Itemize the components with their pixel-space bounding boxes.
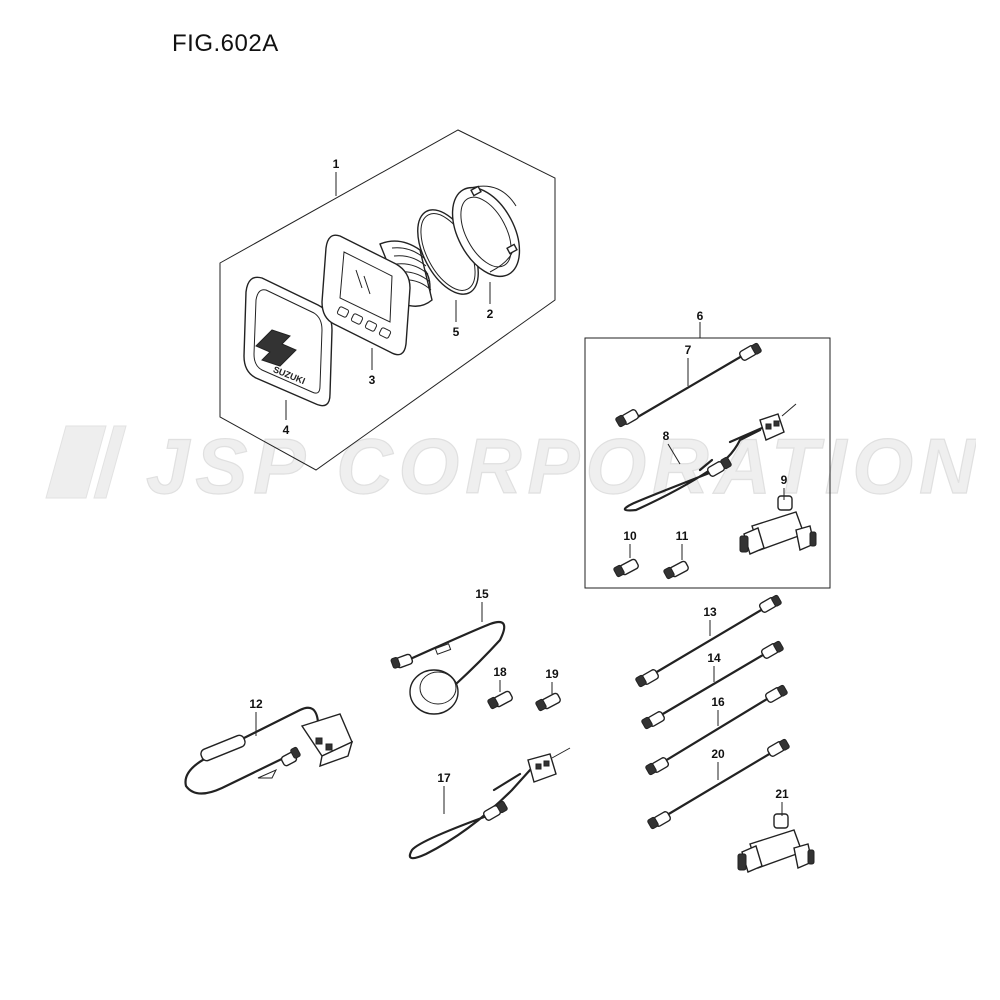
part-21-t-connector[interactable] — [737, 813, 815, 873]
callout-13: 13 — [703, 605, 717, 619]
callout-17: 17 — [437, 771, 451, 785]
callout-9: 9 — [781, 473, 788, 487]
part-13-drop-cable[interactable] — [635, 594, 782, 688]
callout-1: 1 — [333, 157, 340, 171]
callout-15: 15 — [475, 587, 489, 601]
part-3-display-gauge[interactable] — [321, 234, 433, 356]
part-14-drop-cable[interactable] — [641, 640, 784, 730]
group-box-1 — [219, 129, 556, 471]
callout-16: 16 — [711, 695, 725, 709]
callout-19: 19 — [545, 667, 559, 681]
watermark-logo-icon — [45, 425, 127, 499]
callout-10: 10 — [623, 529, 637, 543]
part-4-bezel-cover[interactable]: SUZUKI — [243, 276, 333, 407]
part-10-terminator[interactable] — [613, 558, 639, 578]
part-19-terminator[interactable] — [535, 692, 561, 712]
callout-5: 5 — [453, 325, 460, 339]
suzuki-logo-icon — [255, 329, 297, 367]
leader-lines-group-1 — [285, 172, 491, 420]
gauge-buttons — [336, 306, 392, 339]
callout-20: 20 — [711, 747, 725, 761]
part-17-interface-cable[interactable] — [408, 747, 571, 860]
group-box-6 — [584, 337, 831, 589]
callout-3: 3 — [369, 373, 376, 387]
part-2-lock-nut[interactable] — [439, 176, 534, 287]
callout-21: 21 — [775, 787, 789, 801]
watermark: JSP CORPORATION — [45, 421, 976, 508]
leader-lines-loose — [255, 602, 783, 816]
part-12-sensor-cable[interactable] — [184, 706, 354, 795]
figure-title: FIG.602A — [172, 30, 279, 57]
part-16-drop-cable[interactable] — [645, 684, 788, 776]
callout-8: 8 — [663, 429, 670, 443]
part-11-terminator[interactable] — [663, 560, 689, 580]
callout-12: 12 — [249, 697, 263, 711]
part-18-terminator[interactable] — [487, 690, 513, 710]
callout-labels: 1 2 3 4 5 6 7 8 9 10 11 12 13 14 15 16 1… — [249, 157, 789, 801]
part-15-antenna-cable[interactable] — [390, 620, 506, 715]
callout-7: 7 — [685, 343, 692, 357]
callout-11: 11 — [676, 529, 689, 543]
watermark-text: JSP CORPORATION — [146, 422, 976, 508]
callout-14: 14 — [707, 651, 721, 665]
leader-lines-group-6 — [629, 322, 785, 560]
part-7-backbone-cable[interactable] — [615, 342, 762, 428]
part-9-t-connector[interactable] — [739, 495, 817, 555]
part-8-interface-cable[interactable] — [623, 403, 797, 512]
callout-2: 2 — [487, 307, 494, 321]
part-20-drop-cable[interactable] — [647, 738, 790, 830]
callout-6: 6 — [697, 309, 704, 323]
callout-4: 4 — [283, 423, 290, 437]
callout-18: 18 — [493, 665, 507, 679]
